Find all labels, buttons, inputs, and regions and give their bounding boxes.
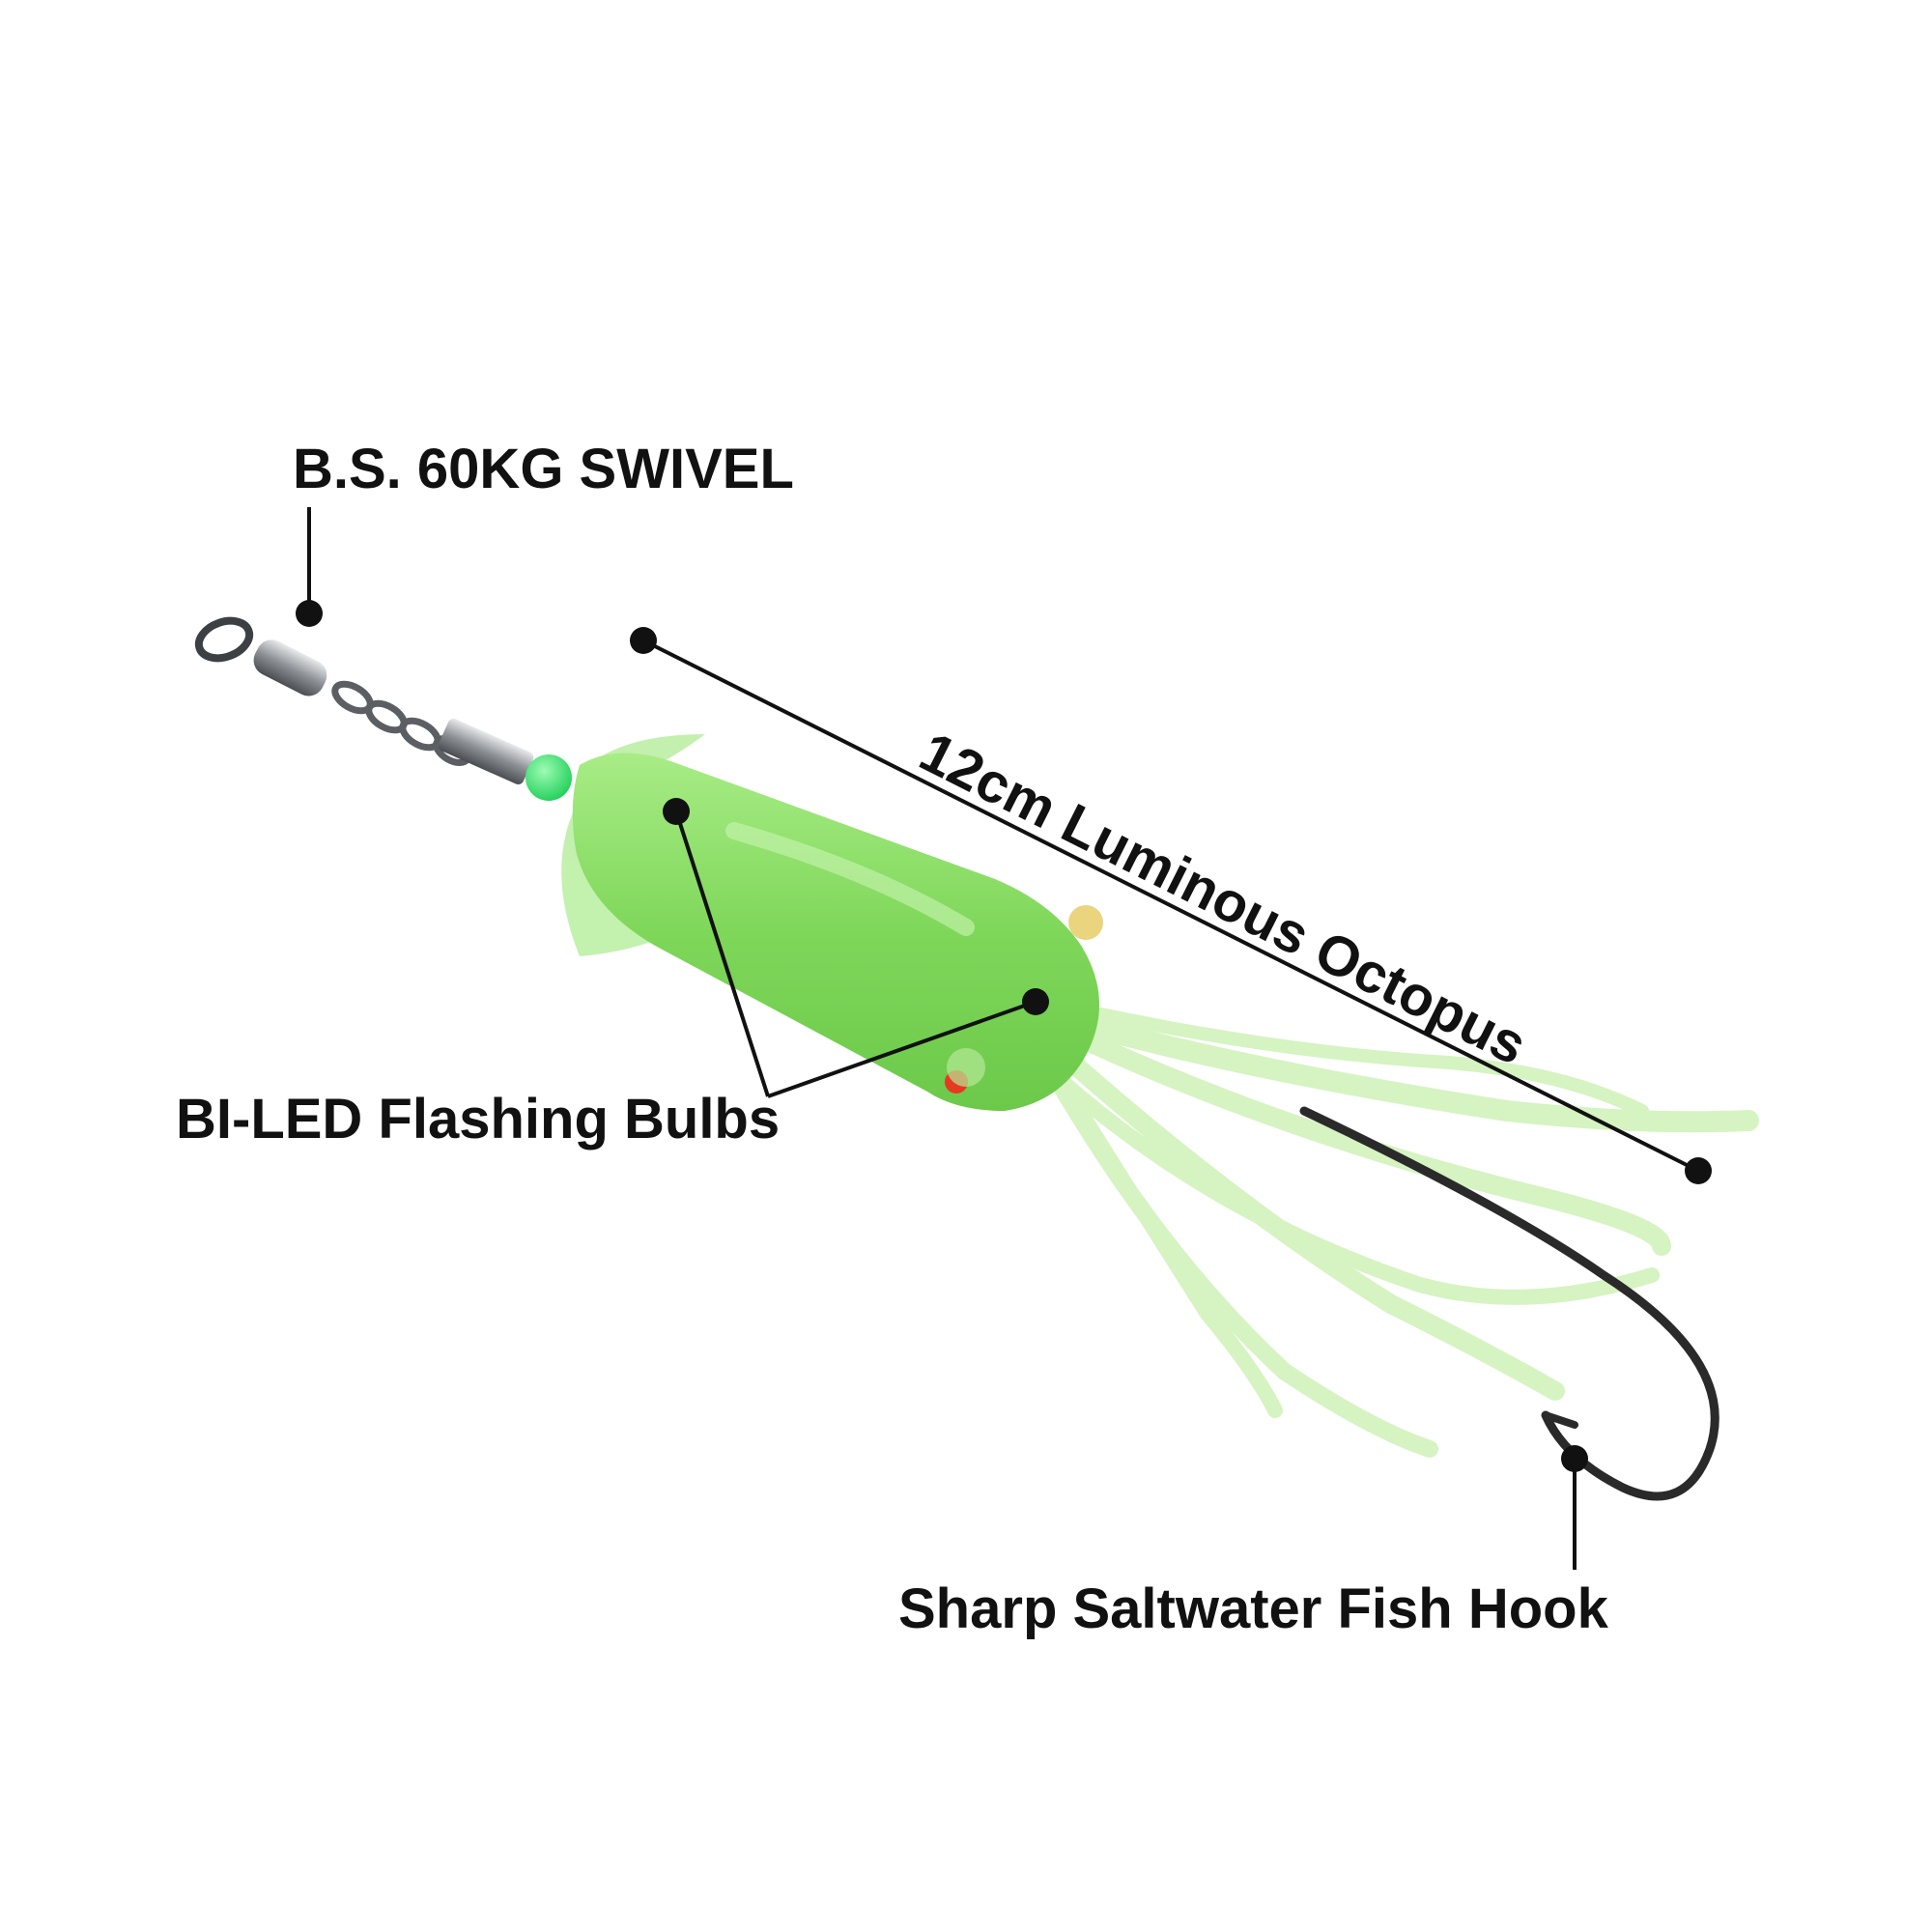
swivel: [194, 616, 572, 801]
swivel-label: B.S. 60KG SWIVEL: [293, 438, 794, 500]
bulbs-label: BI-LED Flashing Bulbs: [176, 1088, 780, 1151]
crimp-sleeve: [438, 718, 534, 785]
callout-swivel: B.S. 60KG SWIVEL: [293, 438, 794, 627]
swivel-barrel: [253, 639, 327, 696]
lure-tentacles: [1036, 1008, 1759, 1458]
hook-label: Sharp Saltwater Fish Hook: [898, 1577, 1609, 1640]
lure-body: [572, 753, 1103, 1111]
callout-bulbs: BI-LED Flashing Bulbs: [176, 798, 1049, 1151]
fish-hook: [1299, 1106, 1719, 1501]
swivel-ring: [194, 616, 254, 663]
glow-bead: [526, 754, 572, 801]
callout-hook: Sharp Saltwater Fish Hook: [898, 1445, 1609, 1640]
lure-eye-top: [1068, 905, 1103, 940]
